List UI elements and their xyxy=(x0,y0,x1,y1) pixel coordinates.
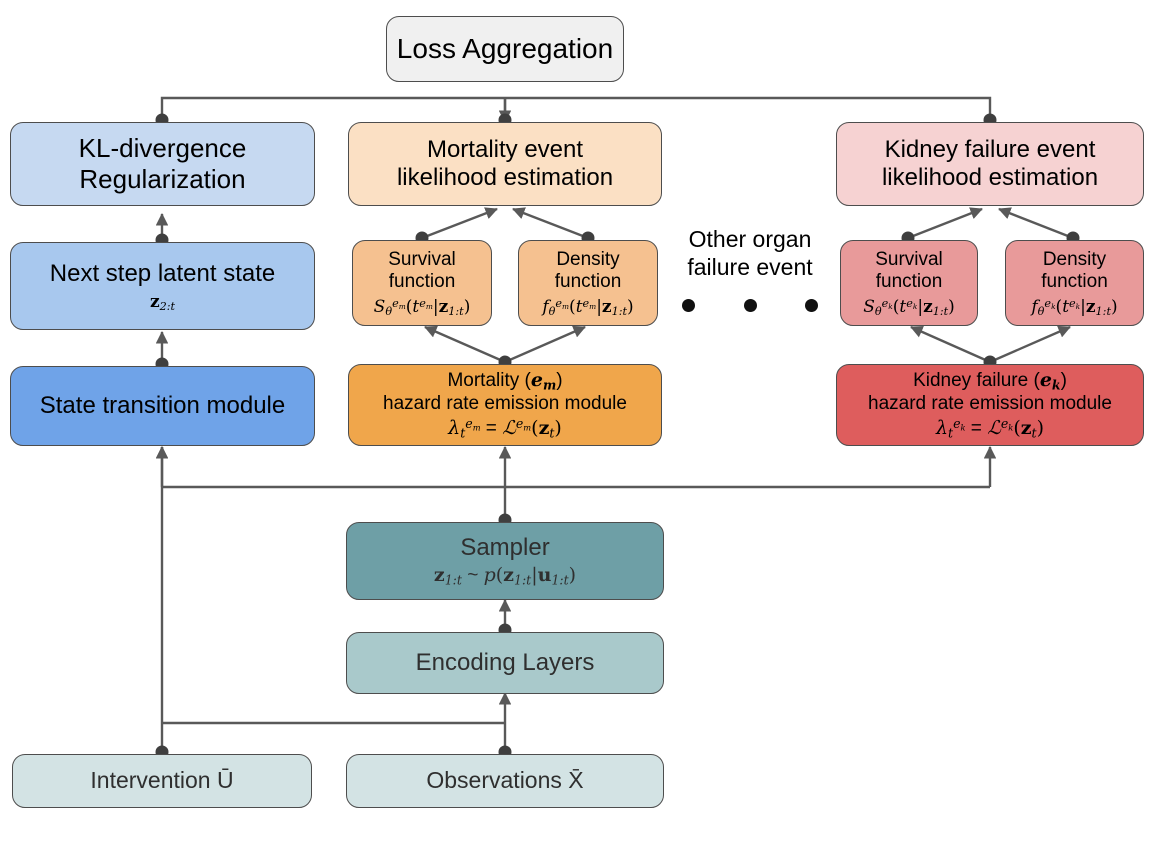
loss-aggregation-label: Loss Aggregation xyxy=(396,33,614,65)
node-kidney-hazard-module[interactable]: Kidney failure (ek) hazard rate emission… xyxy=(836,364,1144,446)
node-loss-aggregation[interactable]: Loss Aggregation xyxy=(386,16,624,82)
mortality-hazard-line1: Mortality (em) xyxy=(447,369,563,393)
node-intervention[interactable]: Intervention Ū xyxy=(12,754,312,808)
sampler-formula: z1:t ~ p(z1:t|u1:t) xyxy=(433,564,577,588)
kl-divergence-line2: Regularization xyxy=(79,164,246,194)
kidney-likelihood-line1: Kidney failure event xyxy=(884,135,1096,163)
node-mortality-density-function[interactable]: Density function fθem(tem|z1:t) xyxy=(518,240,658,326)
edge-loss-bus xyxy=(160,96,992,120)
observations-label: Observations X̄ xyxy=(426,767,584,794)
node-mortality-hazard-module[interactable]: Mortality (em) hazard rate emission modu… xyxy=(348,364,662,446)
next-latent-state-label: Next step latent state xyxy=(49,260,276,288)
other-organ-ellipsis-dots xyxy=(682,297,818,313)
node-state-transition-module[interactable]: State transition module xyxy=(10,366,315,446)
node-next-latent-state[interactable]: Next step latent state z2:t xyxy=(10,242,315,330)
edge-mdens-to-mlike xyxy=(512,207,589,240)
edge-msurv-to-mlike xyxy=(421,207,498,240)
node-kl-divergence[interactable]: KL-divergence Regularization xyxy=(10,122,315,206)
kidney-density-line1: Density xyxy=(1042,249,1107,271)
ellipsis-dot-1 xyxy=(682,298,695,312)
mortality-density-line1: Density xyxy=(556,249,620,271)
kidney-likelihood-line2: likelihood estimation xyxy=(881,164,1099,191)
mortality-likelihood-line2: likelihood estimation xyxy=(396,164,614,191)
sampler-label: Sampler xyxy=(460,534,550,562)
mortality-survival-line1: Survival xyxy=(388,249,456,271)
edge-khaz-to-kdens xyxy=(989,325,1071,364)
mortality-density-line2: function xyxy=(554,271,622,293)
node-encoding-layers[interactable]: Encoding Layers xyxy=(346,632,664,694)
other-organ-line1: Other organ xyxy=(688,226,812,252)
mortality-likelihood-line1: Mortality event xyxy=(426,135,584,163)
next-latent-state-formula: z2:t xyxy=(149,291,176,313)
node-mortality-likelihood[interactable]: Mortality event likelihood estimation xyxy=(348,122,662,206)
mortality-hazard-line2: hazard rate emission module xyxy=(383,392,627,414)
ellipsis-dot-3 xyxy=(805,298,818,312)
ellipsis-dot-2 xyxy=(743,298,757,312)
node-kidney-likelihood[interactable]: Kidney failure event likelihood estimati… xyxy=(836,122,1144,206)
kidney-density-formula: fθek(tek|z1:t) xyxy=(1031,296,1118,319)
kidney-density-line2: function xyxy=(1041,271,1108,293)
annotation-other-organ: Other organ failure event xyxy=(672,226,828,281)
edge-mhaz-to-mdens xyxy=(504,325,586,364)
encoding-layers-label: Encoding Layers xyxy=(415,648,595,676)
kidney-survival-formula: Sθek(tek|z1:t) xyxy=(863,296,955,319)
kidney-hazard-formula: λtek = ℒek(zt) xyxy=(936,416,1044,441)
node-kidney-density-function[interactable]: Density function fθek(tek|z1:t) xyxy=(1005,240,1144,326)
node-sampler[interactable]: Sampler z1:t ~ p(z1:t|u1:t) xyxy=(346,522,664,600)
edge-ksurv-to-klike xyxy=(907,207,983,240)
state-transition-label: State transition module xyxy=(39,391,286,419)
intervention-label: Intervention Ū xyxy=(90,767,234,794)
edge-khaz-to-ksurv xyxy=(910,325,991,364)
mortality-survival-formula: Sθem(tem|z1:t) xyxy=(373,296,471,319)
node-mortality-survival-function[interactable]: Survival function Sθem(tem|z1:t) xyxy=(352,240,492,326)
node-kidney-survival-function[interactable]: Survival function Sθek(tek|z1:t) xyxy=(840,240,978,326)
mortality-survival-line2: function xyxy=(388,271,456,293)
edge-mhaz-to-msurv xyxy=(424,325,506,364)
kl-divergence-line1: KL-divergence xyxy=(78,133,247,164)
mortality-hazard-formula: λtem = ℒem(zt) xyxy=(448,416,562,441)
mortality-density-formula: fθem(tem|z1:t) xyxy=(542,296,634,319)
kidney-survival-line2: function xyxy=(875,271,943,293)
edge-kdens-to-klike xyxy=(998,207,1074,240)
kidney-hazard-line1: Kidney failure (ek) xyxy=(913,369,1067,393)
node-observations[interactable]: Observations X̄ xyxy=(346,754,664,808)
kidney-hazard-line2: hazard rate emission module xyxy=(868,392,1112,414)
kidney-survival-line1: Survival xyxy=(875,249,943,271)
other-organ-line2: failure event xyxy=(687,253,813,280)
